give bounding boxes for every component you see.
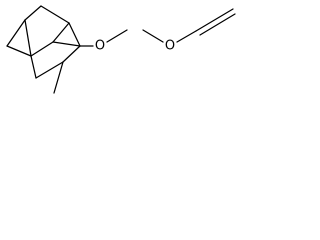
atom-label-oxygen: O <box>165 39 175 54</box>
bond <box>24 5 42 21</box>
bond <box>62 45 81 63</box>
methyl-bond <box>53 61 64 94</box>
bond <box>35 61 64 79</box>
bond <box>199 13 236 36</box>
bond-ch2-o2 <box>142 29 164 43</box>
bond-o2-vinyl <box>176 30 197 43</box>
atom-label-oxygen: O <box>95 39 105 54</box>
adamantane-cage <box>6 5 81 79</box>
bond <box>52 22 70 43</box>
bond <box>52 41 81 47</box>
chemical-structure: O O <box>6 5 236 94</box>
bond <box>195 8 234 32</box>
bond <box>6 45 32 57</box>
bond-o1-ch2 <box>106 29 128 43</box>
bond <box>30 55 37 79</box>
vinyl-double-bond <box>195 8 236 36</box>
bond <box>30 41 54 57</box>
bond <box>40 5 70 24</box>
bond <box>68 22 81 47</box>
bond <box>6 19 26 47</box>
bond <box>24 19 32 57</box>
